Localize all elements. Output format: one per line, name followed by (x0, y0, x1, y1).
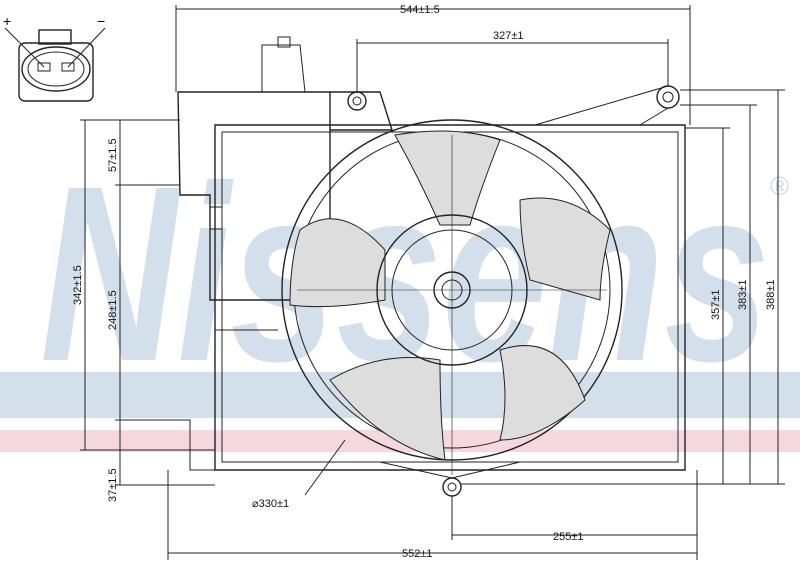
dim-left-height-total: 342±1.5 (72, 265, 84, 305)
registered-mark: ® (770, 171, 789, 201)
dimension-labels: 544±1.5 327±1 552±1 255±1 ⌀330±1 357±1 3… (72, 4, 777, 560)
fan (281, 119, 623, 496)
dim-fan-diameter: ⌀330±1 (252, 498, 289, 510)
dim-bottom-offset: 255±1 (553, 531, 584, 543)
minus-label: − (97, 13, 105, 29)
connector-icon: + − (3, 13, 106, 102)
dim-overall-width-bottom: 552±1 (402, 548, 433, 560)
dimension-lines (80, 5, 785, 560)
dim-left-height-top: 57±1.5 (107, 138, 119, 172)
dim-right-height-1: 357±1 (710, 289, 722, 320)
dim-overall-width-top: 544±1.5 (400, 4, 440, 16)
plus-label: + (3, 13, 11, 29)
dim-right-height-2: 383±1 (737, 279, 749, 310)
dim-left-height-bottom: 37±1.5 (107, 468, 119, 502)
dim-right-height-3: 388±1 (765, 279, 777, 310)
shroud (177, 36, 686, 497)
dim-left-height-mid: 248±1.5 (107, 290, 119, 330)
dim-mount-spacing-top: 327±1 (493, 30, 524, 42)
